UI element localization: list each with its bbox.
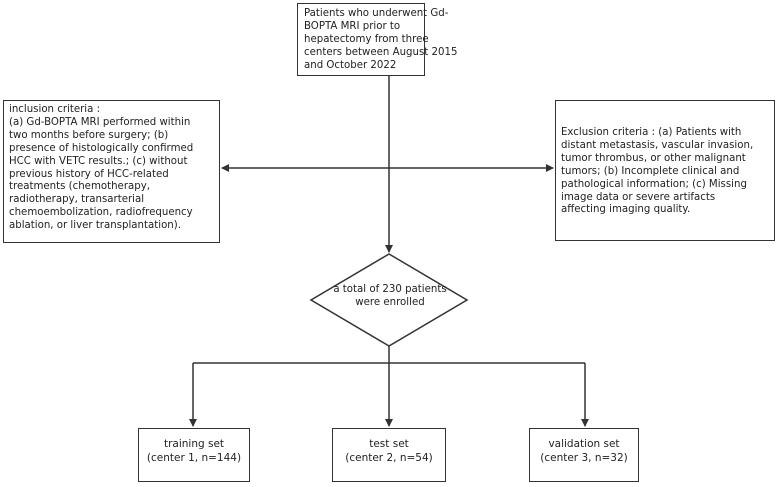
inclusion-title: inclusion criteria : <box>9 104 101 115</box>
enrolled-count-label: a total of 230 patients were enrolled <box>315 283 465 309</box>
source-line: BOPTA MRI prior to <box>304 20 401 32</box>
inclusion-line: two months before surgery; (b) <box>9 129 169 141</box>
validation-set-box: validation set (center 3, n=32) <box>529 428 639 482</box>
test-set-detail: (center 2, n=54) <box>345 451 433 464</box>
source-population-box: Patients who underwent Gd- BOPTA MRI pri… <box>297 3 458 76</box>
exclusion-criteria-box: Exclusion criteria : (a) Patients with d… <box>555 100 775 241</box>
inclusion-criteria-box: inclusion criteria : (a) Gd-BOPTA MRI pe… <box>3 100 220 243</box>
exclusion-line: distant metastasis, vascular invasion, <box>561 139 754 151</box>
source-line: hepatectomy from three <box>304 33 429 45</box>
exclusion-line: tumor thrombus, or other malignant <box>561 152 746 164</box>
training-set-box: training set (center 1, n=144) <box>138 428 250 482</box>
inclusion-line: radiotherapy, transarterial <box>9 194 145 206</box>
inclusion-line: ablation, or liver transplantation). <box>9 220 181 232</box>
exclusion-line: affecting imaging quality. <box>561 204 691 216</box>
inclusion-line: presence of histologically confirmed <box>9 142 194 154</box>
validation-set-detail: (center 3, n=32) <box>540 451 628 464</box>
test-set-box: test set (center 2, n=54) <box>332 428 446 482</box>
validation-set-title: validation set <box>548 438 620 450</box>
enrolled-line: a total of 230 patients <box>333 284 447 295</box>
enrolled-line: were enrolled <box>355 297 425 308</box>
exclusion-line: pathological information; (c) Missing <box>561 178 747 190</box>
exclusion-line: image data or severe artifacts <box>561 191 716 203</box>
inclusion-line: previous history of HCC-related <box>9 168 169 180</box>
inclusion-line: treatments (chemotherapy, <box>9 181 150 193</box>
exclusion-line: Exclusion criteria : (a) Patients with <box>561 127 742 138</box>
source-line: centers between August 2015 <box>304 46 458 58</box>
source-line: and October 2022 <box>304 59 397 71</box>
inclusion-line: (a) Gd-BOPTA MRI performed within <box>9 116 191 128</box>
inclusion-line: chemoembolization, radiofrequency <box>9 207 193 219</box>
test-set-title: test set <box>369 438 409 450</box>
inclusion-line: HCC with VETC results.; (c) without <box>9 155 188 167</box>
exclusion-line: tumors; (b) Incomplete clinical and <box>561 165 740 177</box>
training-set-title: training set <box>163 438 225 450</box>
training-set-detail: (center 1, n=144) <box>146 451 242 464</box>
source-line: Patients who underwent Gd- <box>304 8 449 19</box>
